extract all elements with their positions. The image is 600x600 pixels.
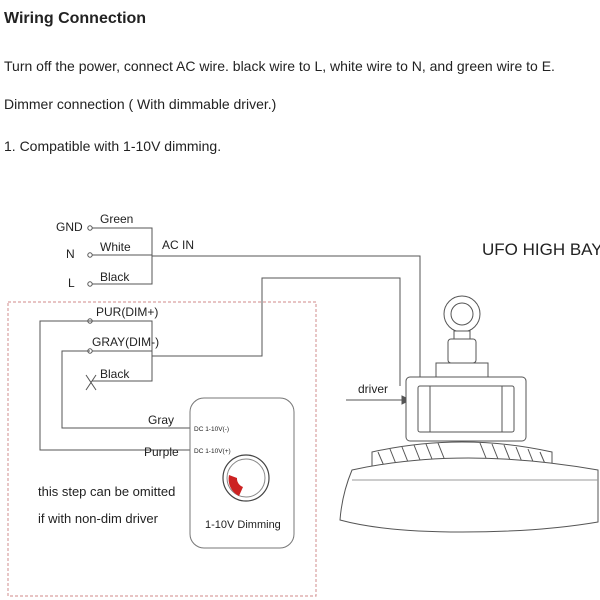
dimmer-knob xyxy=(222,454,270,502)
instruction-ac-wiring: Turn off the power, connect AC wire. bla… xyxy=(4,58,555,74)
optional-dimming-box xyxy=(7,301,317,597)
note-line-1: this step can be omitted xyxy=(38,484,175,499)
gnd-terminal xyxy=(87,225,93,231)
instruction-dimmer: Dimmer connection ( With dimmable driver… xyxy=(4,96,277,112)
dc-plus-label: DC 1-10V(+) xyxy=(194,448,231,455)
black-dim-label: Black xyxy=(100,367,130,381)
dimmer-gray-label: Gray xyxy=(148,413,174,427)
n-terminal xyxy=(87,252,93,258)
driver-label: driver xyxy=(358,382,388,396)
driver-arrow xyxy=(346,395,412,405)
gnd-label: GND xyxy=(56,220,83,234)
dc-minus-label: DC 1-10V(-) xyxy=(194,426,229,433)
gray-dim-label: GRAY(DIM-) xyxy=(92,335,159,349)
n-label: N xyxy=(66,247,75,261)
ac-wires xyxy=(92,227,421,386)
ac-in-label: AC IN xyxy=(162,238,194,252)
green-wire-label: Green xyxy=(100,212,133,226)
note-line-2: if with non-dim driver xyxy=(38,511,159,526)
l-label: L xyxy=(68,276,75,290)
dimmer-purple-label: Purple xyxy=(144,445,179,459)
ufo-high-bay-fixture xyxy=(339,295,599,533)
dim-wires xyxy=(39,277,401,451)
page-title: Wiring Connection xyxy=(4,10,147,27)
dimming-label: 1-10V Dimming xyxy=(205,519,281,531)
pur-dim-label: PUR(DIM+) xyxy=(96,305,158,319)
white-wire-label: White xyxy=(100,240,131,254)
black-wire-label: Black xyxy=(100,270,130,284)
instruction-compatibility: 1. Compatible with 1-10V dimming. xyxy=(4,138,222,154)
fixture-title: UFO HIGH BAY xyxy=(482,240,600,259)
l-terminal xyxy=(87,281,93,287)
black-wire-cut-marker xyxy=(85,374,97,391)
